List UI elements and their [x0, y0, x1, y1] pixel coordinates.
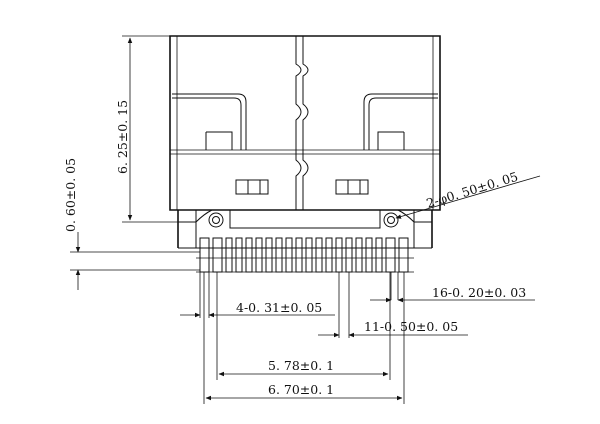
- connector-body: [169, 35, 441, 249]
- dim-height-lead: 0. 60±0. 05: [63, 158, 200, 290]
- dim-span-outer-label: 6. 70±0. 1: [268, 382, 334, 397]
- mounting-hole-right: [383, 212, 399, 228]
- dim-pin-width-large: 4-0. 31±0. 05: [180, 272, 335, 318]
- dim-pitch: 11-0. 50±0. 05: [318, 272, 468, 338]
- dim-span-outer: 6. 70±0. 1: [203, 272, 405, 404]
- pin-row: [196, 237, 414, 273]
- dim-span-inner: 5. 78±0. 1: [216, 272, 391, 380]
- dim-hole-label: 2-φ0. 50±0. 05: [424, 169, 519, 211]
- dim-pitch-label: 11-0. 50±0. 05: [364, 319, 458, 334]
- dim-pin-width-small-label: 16-0. 20±0. 03: [432, 285, 526, 300]
- dim-span-inner-label: 5. 78±0. 1: [268, 358, 334, 373]
- dim-height-lead-label: 0. 60±0. 05: [63, 158, 78, 232]
- dim-pin-width-large-label: 4-0. 31±0. 05: [236, 300, 322, 315]
- dim-pin-width-small: 16-0. 20±0. 03: [370, 272, 535, 303]
- dim-height-body: 6. 25±0. 15: [115, 35, 178, 223]
- dim-height-body-label: 6. 25±0. 15: [115, 100, 130, 174]
- mounting-hole-left: [208, 212, 224, 228]
